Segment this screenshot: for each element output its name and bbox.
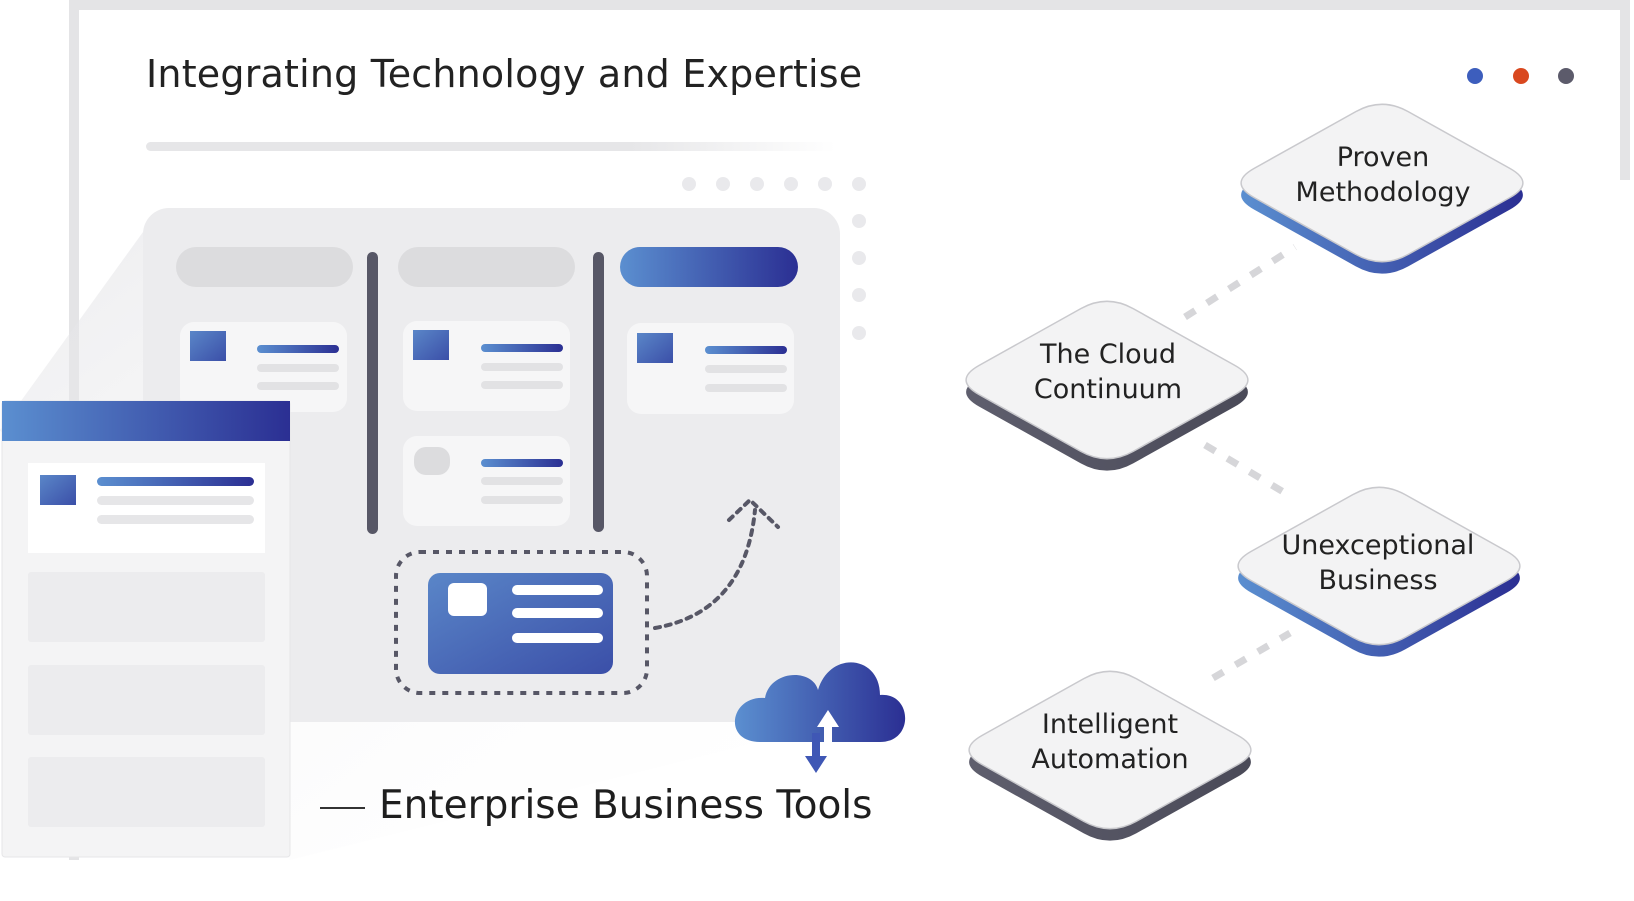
column-header-3[interactable] bbox=[620, 247, 798, 287]
column-header-1 bbox=[176, 247, 353, 287]
title-underline bbox=[146, 142, 836, 151]
node-label-cloud-continuum: The Cloud Continuum bbox=[958, 337, 1258, 407]
task-card-3[interactable] bbox=[627, 323, 794, 414]
node-connectors bbox=[1183, 244, 1297, 682]
enterprise-tools-label: Enterprise Business Tools bbox=[320, 783, 872, 828]
node-2-line2: Business bbox=[1318, 565, 1438, 596]
node-cloud-continuum[interactable] bbox=[965, 300, 1249, 471]
side-panel-card bbox=[1, 400, 291, 858]
node-3-line1: Intelligent bbox=[1041, 709, 1179, 740]
task-card-1[interactable] bbox=[180, 322, 347, 412]
column-divider-2 bbox=[593, 252, 604, 532]
node-label-unexceptional-business: Unexceptional Business bbox=[1228, 528, 1528, 598]
node-label-proven-methodology: Proven Methodology bbox=[1233, 140, 1533, 210]
dashed-arrow-icon bbox=[653, 497, 780, 630]
task-card-2[interactable] bbox=[403, 321, 570, 411]
node-1-line2: Continuum bbox=[1033, 374, 1183, 405]
node-proven-methodology[interactable] bbox=[1240, 103, 1524, 274]
node-unexceptional-business[interactable] bbox=[1237, 486, 1521, 657]
node-0-line1: Proven bbox=[1336, 142, 1430, 173]
node-label-intelligent-automation: Intelligent Automation bbox=[960, 707, 1260, 777]
node-3-line2: Automation bbox=[1031, 744, 1189, 775]
window-control-blue[interactable] bbox=[1467, 68, 1483, 84]
task-card-4[interactable] bbox=[403, 436, 570, 526]
dragged-card[interactable] bbox=[428, 573, 613, 674]
cloud-sync-icon bbox=[734, 662, 906, 773]
node-intelligent-automation-face bbox=[968, 670, 1252, 830]
node-intelligent-automation[interactable] bbox=[968, 670, 1252, 841]
window-control-gray[interactable] bbox=[1558, 68, 1574, 84]
column-header-2 bbox=[398, 247, 575, 287]
panel-shadow bbox=[0, 232, 840, 860]
column-divider-1 bbox=[367, 252, 378, 534]
node-0-line2: Methodology bbox=[1295, 177, 1471, 208]
node-unexceptional-business-face bbox=[1237, 486, 1521, 646]
node-proven-methodology-face bbox=[1240, 103, 1524, 263]
enterprise-tools-text: Enterprise Business Tools bbox=[379, 783, 873, 828]
label-dash bbox=[320, 806, 365, 809]
drop-target-outline bbox=[394, 550, 649, 695]
node-1-line1: The Cloud bbox=[1040, 339, 1176, 370]
node-cloud-continuum-face bbox=[965, 300, 1249, 460]
window-control-red[interactable] bbox=[1513, 68, 1529, 84]
page-title: Integrating Technology and Expertise bbox=[146, 52, 863, 96]
node-2-line1: Unexceptional bbox=[1281, 530, 1475, 561]
dot-pattern bbox=[682, 177, 866, 340]
